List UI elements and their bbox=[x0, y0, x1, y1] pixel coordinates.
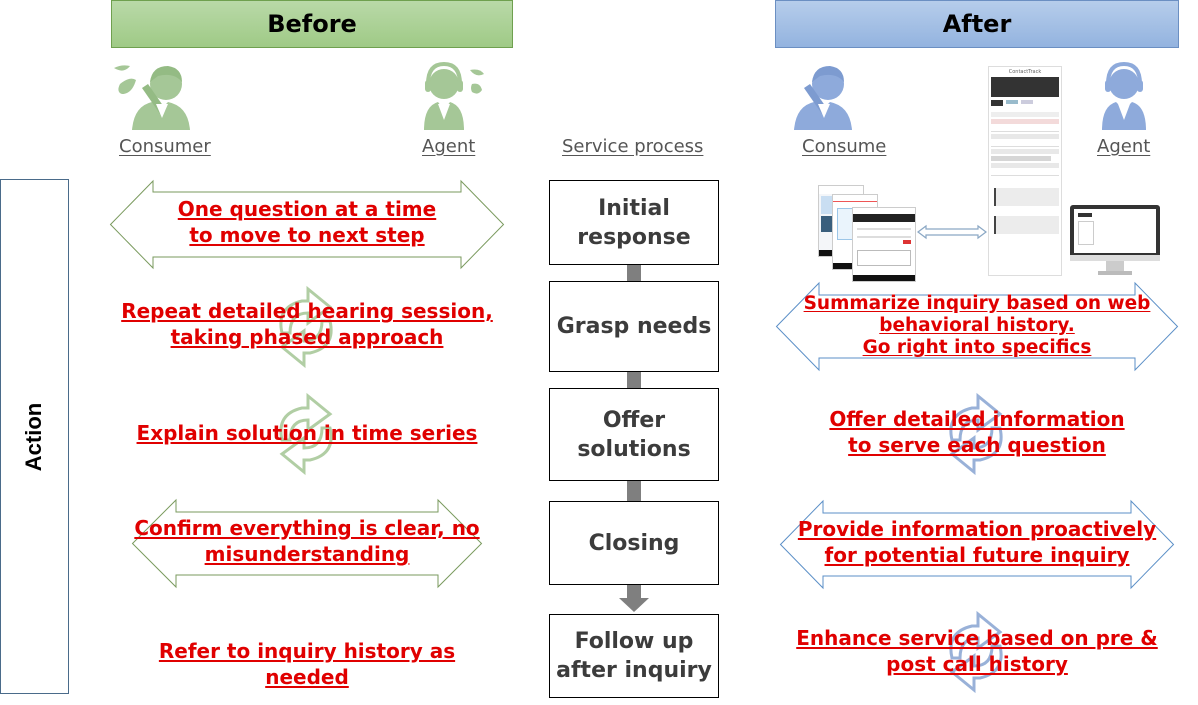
text-line: Confirm everything is clear, no bbox=[134, 516, 480, 540]
consumer-label: Consume bbox=[802, 136, 887, 157]
text-line: Provide information proactively bbox=[797, 517, 1157, 541]
text-line: Summarize inquiry based on web bbox=[803, 293, 1151, 314]
double-arrow-shape bbox=[775, 281, 1179, 372]
step-text: Offer bbox=[602, 407, 666, 433]
step-text: response bbox=[577, 224, 691, 250]
process-connector bbox=[627, 371, 641, 389]
step-follow-up: Follow up after inquiry bbox=[549, 614, 719, 698]
cycle-arrows-icon bbox=[279, 392, 333, 476]
text-line: taking phased approach bbox=[170, 325, 444, 349]
text-line: misunderstanding bbox=[204, 542, 410, 566]
agent-label: Agent bbox=[422, 136, 476, 157]
cycle-arrows-icon bbox=[279, 285, 333, 369]
consumer-on-phone-icon bbox=[114, 65, 190, 130]
contacttrack-screen-illustration: ContactTrack bbox=[988, 66, 1062, 276]
before-action-text: One question at a time to move to next s… bbox=[110, 196, 504, 248]
action-label: Action bbox=[21, 402, 47, 471]
text-line: Offer detailed information bbox=[829, 407, 1125, 431]
after-action-text: Offer detailed information to serve each… bbox=[776, 406, 1178, 458]
step-text: solutions bbox=[577, 436, 691, 462]
agent-headset-icon bbox=[1102, 61, 1146, 130]
step-text: Follow up bbox=[574, 629, 694, 654]
step-grasp-needs: Grasp needs bbox=[549, 281, 719, 372]
cycle-arrows-icon bbox=[949, 392, 1003, 476]
consumer-on-phone-icon bbox=[794, 66, 852, 130]
text-line: behavioral history. bbox=[879, 315, 1075, 336]
brand-name: ContactTrack bbox=[1008, 69, 1042, 75]
after-action-text: Provide information proactively for pote… bbox=[776, 516, 1178, 568]
before-action-text: Repeat detailed hearing session, taking … bbox=[100, 298, 514, 350]
consumer-label: Consumer bbox=[119, 136, 211, 157]
before-action-text: Confirm everything is clear, no misunder… bbox=[100, 515, 514, 567]
text-line: Repeat detailed hearing session, bbox=[121, 299, 493, 323]
desktop-monitor-illustration bbox=[1070, 205, 1160, 277]
double-arrow-shape bbox=[109, 179, 505, 270]
sync-double-arrow-icon bbox=[917, 224, 987, 240]
step-text: Closing bbox=[588, 530, 680, 556]
step-offer-solutions: Offer solutions bbox=[549, 388, 719, 481]
step-text: Initial bbox=[598, 195, 670, 221]
cycle-arrows-icon bbox=[949, 610, 1003, 694]
process-connector bbox=[627, 585, 641, 599]
after-action-text: Enhance service based on pre & post call… bbox=[776, 625, 1178, 677]
after-action-text: Summarize inquiry based on web behaviora… bbox=[776, 293, 1178, 359]
service-process-label: Service process bbox=[562, 136, 704, 157]
text-line: post call history bbox=[886, 652, 1068, 676]
text-line: needed bbox=[265, 665, 349, 689]
action-row-label-box: Action bbox=[0, 179, 69, 694]
text-line: for potential future inquiry bbox=[824, 543, 1130, 567]
process-connector bbox=[627, 264, 641, 282]
double-arrow-shape bbox=[779, 499, 1175, 590]
double-arrow-shape bbox=[131, 498, 483, 589]
text-line: Enhance service based on pre & bbox=[796, 626, 1158, 650]
mobile-screens-illustration bbox=[818, 185, 916, 282]
text-line: to move to next step bbox=[189, 223, 425, 247]
step-initial-response: Initial response bbox=[549, 180, 719, 265]
down-arrow-icon bbox=[619, 598, 649, 612]
before-action-text: Explain solution in time series bbox=[100, 420, 514, 446]
phone-screen bbox=[852, 207, 916, 282]
text-line: Go right into specifics bbox=[862, 337, 1092, 358]
after-header: After bbox=[775, 0, 1179, 48]
text-line: to serve each question bbox=[848, 433, 1106, 457]
agent-label: Agent bbox=[1097, 136, 1151, 157]
step-text: after inquiry bbox=[556, 658, 712, 683]
step-closing: Closing bbox=[549, 501, 719, 585]
text-line: Explain solution in time series bbox=[136, 421, 478, 445]
text-line: Refer to inquiry history as bbox=[158, 639, 456, 663]
step-text: Grasp needs bbox=[556, 314, 712, 339]
agent-headset-icon bbox=[424, 61, 484, 130]
text-line: One question at a time bbox=[177, 197, 437, 221]
before-header: Before bbox=[111, 0, 513, 48]
process-connector bbox=[627, 481, 641, 501]
before-action-text: Refer to inquiry history as needed bbox=[100, 638, 514, 690]
